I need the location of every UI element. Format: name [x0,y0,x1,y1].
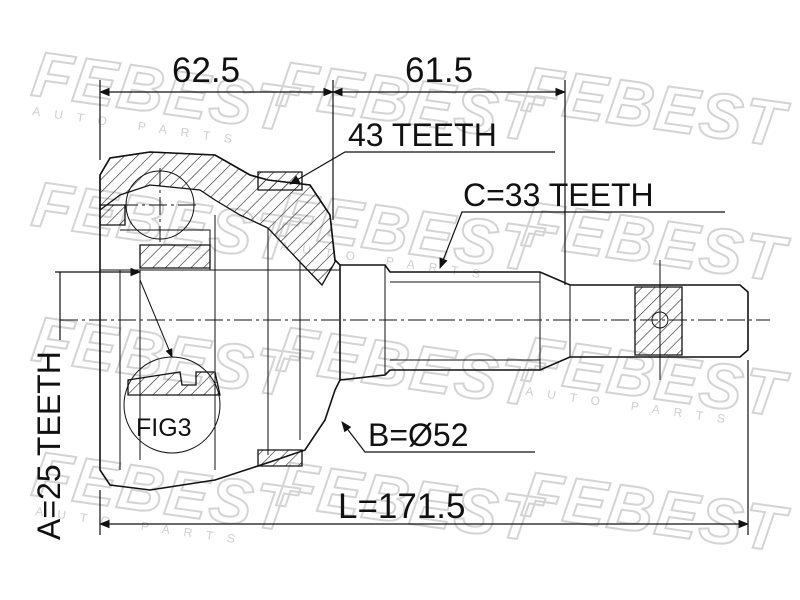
watermark-text-3: FEBEST [518,53,793,162]
label-43-teeth: 43 TEETH [348,117,497,153]
dim-length: L=171.5 [338,487,466,526]
watermark-text-8: FEBEST [273,313,548,422]
leader-lines [289,151,725,453]
dim-61-5: 61.5 [405,51,473,90]
ball-detail: FIG3 [120,168,221,454]
watermark-text-12: FEBEST [518,458,793,567]
label-c-33-teeth: C=33 TEETH [463,177,654,213]
dimension-lines [55,80,750,535]
fig3-label: FIG3 [136,414,192,442]
shaft [339,260,749,381]
dim-62-5: 62.5 [172,51,240,90]
label-a-25-teeth: A=25 TEETH [31,351,67,540]
label-b-diameter: B=Ø52 [368,417,469,453]
